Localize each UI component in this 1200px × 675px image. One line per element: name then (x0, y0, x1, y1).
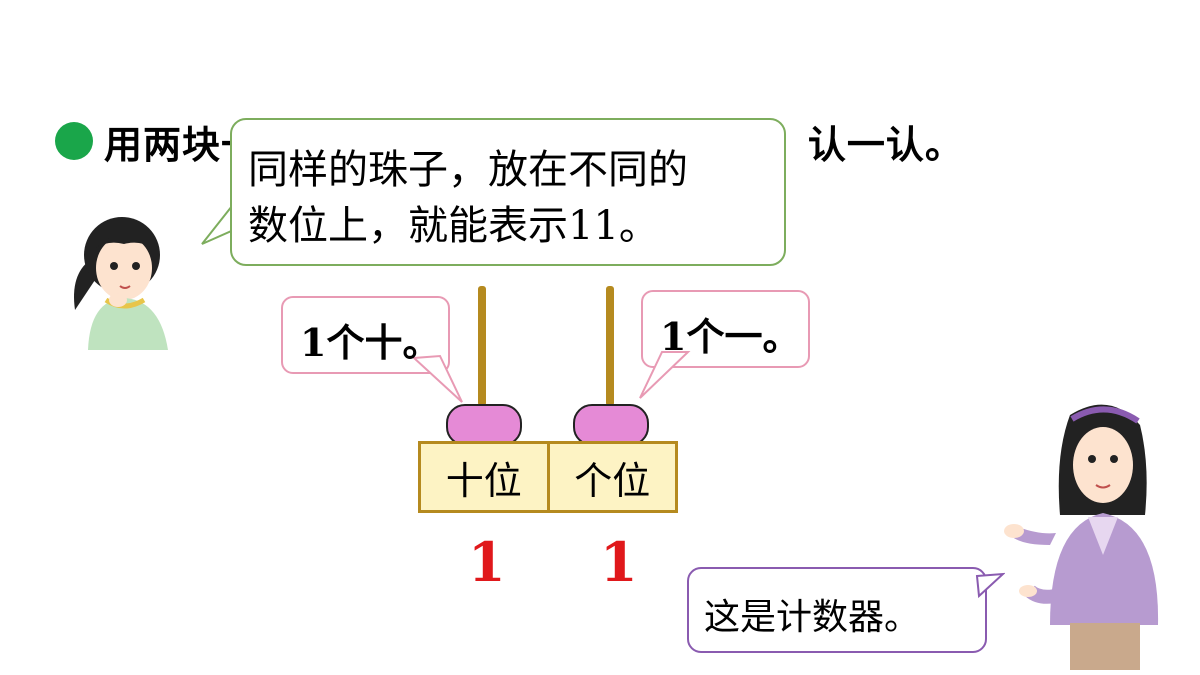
ones-bead (573, 404, 649, 446)
girl-illustration (74, 217, 168, 350)
ones-rod (606, 286, 614, 406)
ones-callout-tail (639, 351, 691, 399)
teacher-speech-tail (975, 572, 1005, 599)
ones-callout-text: 1个一。 (660, 314, 801, 359)
girl-speech-line1: 同样的珠子，放在不同的 (248, 147, 688, 193)
ones-digit: 1 (600, 530, 638, 594)
tens-digit: 1 (468, 530, 506, 594)
girl-speech-bubble (230, 118, 786, 266)
ones-place-label: 个位 (546, 444, 676, 510)
tens-rod (478, 286, 486, 406)
tens-bead (446, 404, 522, 446)
teacher-speech-text: 这是计数器。 (704, 597, 921, 638)
girl-speech-line2: 数位上，就能表示11。 (248, 203, 659, 249)
tens-callout-text: 1个十。 (300, 320, 441, 365)
teacher-illustration (1004, 404, 1159, 670)
tens-callout-tail (411, 354, 463, 403)
bullet-icon (55, 122, 93, 160)
girl-speech-text: 同样的珠子，放在不同的 数位上，就能表示11。 (248, 142, 688, 254)
tens-place-label: 十位 (445, 458, 522, 503)
teacher-speech-bubble (687, 567, 987, 653)
abacus-base: 十位 个位 (418, 441, 678, 513)
